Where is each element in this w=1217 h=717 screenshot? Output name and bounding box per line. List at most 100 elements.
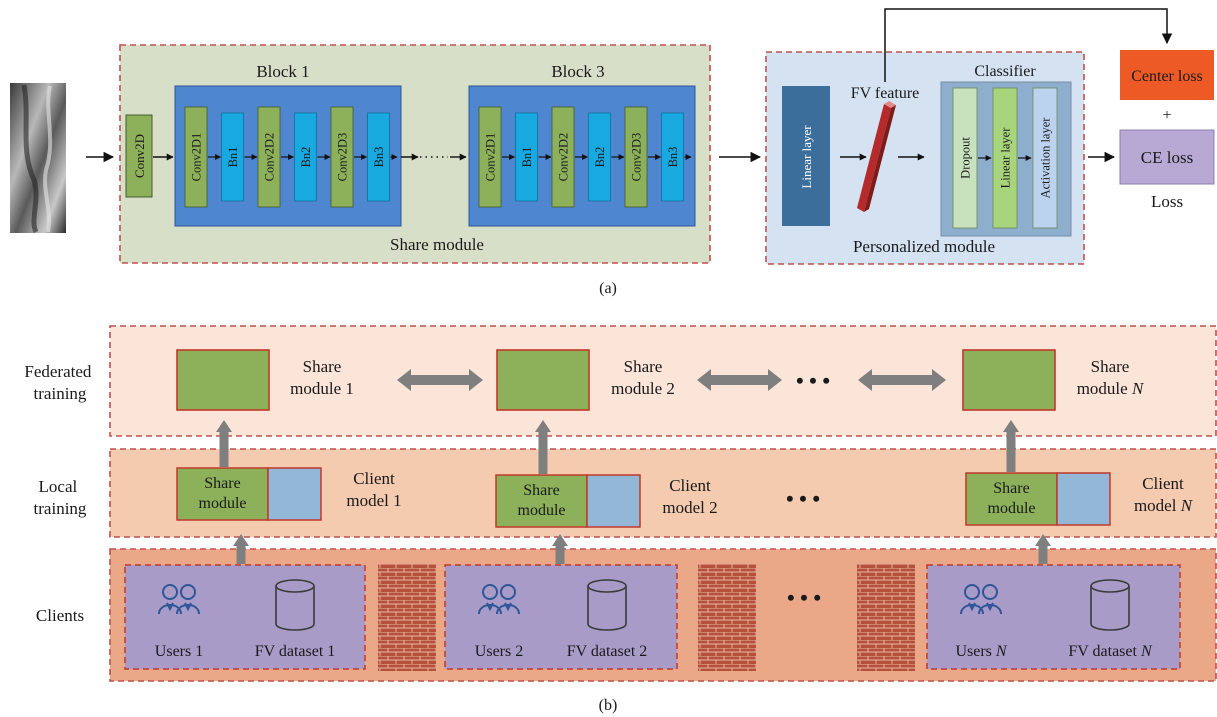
conv2d-label: Conv2D (132, 134, 147, 178)
finger-vein-input-image (10, 83, 66, 234)
local-personal-module-2 (586, 474, 641, 528)
block3-layer-bn3 (661, 112, 684, 202)
client-users-label: Users 1 (155, 643, 203, 660)
client-dataset-label: FV dataset 2 (567, 643, 648, 660)
client-box-2 (444, 564, 678, 670)
users-icon (478, 584, 520, 615)
client-box-3 (926, 564, 1181, 670)
block3-layer-label: Bn3 (666, 147, 680, 168)
block1-layer-label: Conv2D1 (190, 133, 204, 182)
ce-loss-box (1119, 129, 1215, 185)
federated-share-module-3 (962, 349, 1056, 411)
personalized-module-label: Personalized module (853, 237, 995, 256)
federated-share-module-2 (496, 349, 590, 411)
part-b-federated-framework: Federated training Local training Client… (24, 325, 1217, 714)
database-icon (1090, 579, 1130, 631)
client-dataset-label: FV dataset 1 (255, 643, 336, 660)
client-users-label: Users 2 (475, 643, 523, 660)
fv-feature-label: FV feature (851, 85, 920, 102)
classifier-layer-linear-layer (992, 87, 1018, 229)
up-arrow-local2-to-fed (535, 420, 551, 474)
block1-layer-conv2d1 (184, 106, 208, 208)
brick-wall-icon (857, 564, 915, 671)
local-personal-module-1 (267, 467, 322, 521)
block1-layer-label: Conv2D2 (263, 133, 277, 182)
plus-sign: + (1162, 107, 1171, 124)
ellipsis-icon: • • • (786, 486, 820, 511)
classifier-layers: Dropout Linear layer Activation layer (952, 87, 1058, 229)
linear-layer-box (782, 86, 830, 226)
up-arrow-client1-to-local (233, 534, 249, 564)
client-box-1 (124, 564, 366, 670)
classifier-layer-label: Activation layer (1039, 117, 1053, 199)
block1-title: Block 1 (256, 62, 309, 81)
ellipsis-icon: • • • (796, 368, 830, 393)
block1-layer-label: Bn3 (372, 147, 386, 168)
users-icon (960, 584, 1002, 615)
classifier-layer-activation-layer (1032, 87, 1058, 229)
loss-label: Loss (1151, 192, 1183, 211)
block3-layer-label: Conv2D1 (484, 133, 498, 182)
local-share-module-2 (495, 474, 588, 528)
linear-layer-label: Linear layer (799, 125, 814, 189)
block3-layer-label: Conv2D2 (557, 133, 571, 182)
conv2d-layer (125, 114, 153, 198)
caption-a: (a) (599, 280, 617, 297)
up-arrow-clientn-to-local (1035, 534, 1051, 564)
row-label-federated: Federated training (24, 362, 95, 403)
clients-row: Users 1 FV dataset 1 Users 2 FV dataset 2 Us… (124, 534, 1181, 671)
block3-title: Block 3 (551, 62, 604, 81)
database-icon (275, 579, 315, 631)
up-arrow-local1-to-fed (216, 420, 232, 467)
block3-layer-label: Conv2D3 (630, 133, 644, 182)
federated-share-module-1 (176, 349, 270, 411)
center-loss-label: Center loss (1131, 68, 1203, 85)
block1-layer-conv2d3 (330, 106, 354, 208)
bidirectional-arrow-1-2 (397, 369, 483, 391)
block3-layer-conv2d2 (551, 106, 575, 208)
block1-layer-bn1 (221, 112, 244, 202)
classifier-layer-label: Dropout (959, 137, 973, 179)
brick-wall-icon (378, 564, 436, 671)
local-personal-module-3 (1056, 472, 1111, 526)
ellipsis-icon: • • • (787, 585, 821, 610)
block3-layer-conv2d1 (478, 106, 502, 208)
row-label-local: Local training (34, 477, 87, 518)
part-a-architecture: Conv2D Block 1 Block 3 Conv2D1 Bn1 Conv2D2… (10, 8, 1215, 297)
caption-b: (b) (599, 697, 618, 714)
classifier-title: Classifier (974, 63, 1036, 80)
block3-background (468, 85, 696, 227)
local-share-module-1 (176, 467, 269, 521)
classifier-layer-label: Linear layer (999, 127, 1013, 189)
fv-feature-bar (857, 101, 896, 212)
brick-wall-icon (698, 564, 756, 671)
users-icon (158, 584, 200, 615)
ce-loss-label: CE loss (1141, 148, 1193, 167)
up-arrow-client2-to-local (552, 534, 568, 564)
up-arrow-localn-to-fed (1003, 420, 1019, 472)
client-dataset-label: FV dataset N (1068, 643, 1153, 660)
bidirectional-arrow-dots-n (858, 369, 946, 391)
row-label-clients: Clients (36, 606, 84, 625)
center-loss-box (1120, 50, 1214, 100)
block3-layer-label: Bn1 (520, 147, 534, 168)
block1-layer-bn3 (367, 112, 390, 202)
local-share-module-3 (965, 472, 1058, 526)
classifier-layer-dropout (952, 87, 978, 229)
block1-layer-label: Bn1 (226, 147, 240, 168)
client-users-label: Users N (955, 643, 1007, 660)
block1-layer-label: Bn2 (299, 147, 313, 168)
block3-layer-conv2d3 (624, 106, 648, 208)
